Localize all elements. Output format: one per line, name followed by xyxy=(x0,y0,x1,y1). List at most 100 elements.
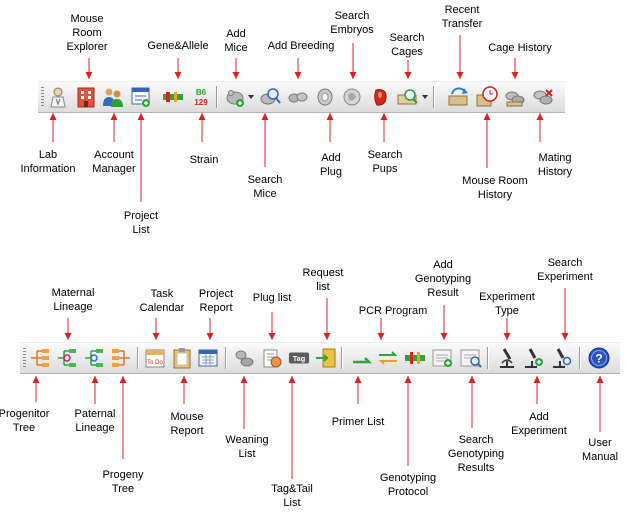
label-add-breeding: Add Breeding xyxy=(267,40,335,52)
toolbar-separator xyxy=(216,86,218,108)
search-experiment-icon xyxy=(553,348,572,368)
strain-icon-top-text: B6 xyxy=(196,88,207,97)
tag-tail-list-button[interactable]: Tag xyxy=(287,347,311,369)
primer-list-button[interactable] xyxy=(351,347,373,369)
label-tag-tail-list: Tag&Tail List xyxy=(271,483,313,509)
toolbar-separator xyxy=(341,347,343,369)
request-list-button[interactable] xyxy=(315,347,337,369)
project-report-icon xyxy=(198,349,218,367)
project-list-icon xyxy=(131,87,150,107)
label-user-manual: User Manual xyxy=(581,437,619,463)
progeny-tree-icon xyxy=(112,349,130,367)
recent-transfer-button[interactable] xyxy=(448,86,470,108)
paternal-lineage-icon xyxy=(85,349,103,367)
add-breeding-button[interactable] xyxy=(287,86,309,108)
experiment-type-button[interactable] xyxy=(496,347,518,369)
lab-information-button[interactable] xyxy=(47,86,69,108)
building-icon xyxy=(77,87,95,108)
mouse-room-history-button[interactable] xyxy=(476,86,498,108)
search-cages-button[interactable] xyxy=(397,86,419,108)
paternal-lineage-button[interactable] xyxy=(83,347,105,369)
label-paternal-lineage: Paternal Lineage xyxy=(74,408,116,434)
search-experiment-button[interactable] xyxy=(551,347,573,369)
add-mice-dropdown[interactable] xyxy=(247,90,254,104)
label-request-list: Request list xyxy=(302,267,344,293)
add-mice-button[interactable] xyxy=(224,86,246,108)
breeding-icon xyxy=(288,92,308,103)
toolbar-separator xyxy=(225,347,227,369)
label-mouse-room-explorer: Mouse Room Explorer xyxy=(66,13,108,53)
search-result-icon xyxy=(460,349,482,368)
calendar-icon: To Do xyxy=(145,349,165,368)
maternal-lineage-icon xyxy=(58,349,76,367)
request-door-icon xyxy=(316,348,336,368)
label-gene-allele: Gene&Allele xyxy=(147,40,209,52)
label-genotyping-protocol: Genotyping Protocol xyxy=(379,472,437,498)
primer-icon xyxy=(353,357,373,364)
mouse-room-explorer-button[interactable] xyxy=(75,86,97,108)
search-genotyping-results-button[interactable] xyxy=(460,347,482,369)
toolbar-separator xyxy=(579,347,581,369)
genotyping-protocol-button[interactable] xyxy=(404,347,426,369)
label-progenitor-tree: Progenitor Tree xyxy=(0,408,50,434)
embryo-icon xyxy=(343,88,361,106)
project-list-button[interactable] xyxy=(130,86,152,108)
room-history-icon xyxy=(476,86,498,107)
project-report-button[interactable] xyxy=(197,347,219,369)
toolbar-grip[interactable] xyxy=(23,348,26,368)
plug-list-button[interactable] xyxy=(261,347,283,369)
tag-icon: Tag xyxy=(288,352,310,364)
svg-text:?: ? xyxy=(595,352,602,366)
add-experiment-button[interactable] xyxy=(523,347,545,369)
add-result-icon xyxy=(432,349,452,367)
search-pups-button[interactable] xyxy=(370,86,392,108)
genotyping-protocol-icon xyxy=(405,352,425,364)
label-lab-information: Lab Information xyxy=(20,149,76,175)
lab-information-icon xyxy=(50,87,66,108)
cage-history-button[interactable] xyxy=(504,86,526,108)
toolbar-grip[interactable] xyxy=(41,87,44,107)
add-genotyping-result-button[interactable] xyxy=(432,347,454,369)
strain-icon-bottom-text: 129 xyxy=(194,98,208,107)
tag-icon-text: Tag xyxy=(293,354,305,363)
gene-allele-icon xyxy=(163,92,183,102)
label-primer-list: Primer List xyxy=(331,416,385,428)
weaning-list-button[interactable] xyxy=(233,347,255,369)
add-experiment-icon xyxy=(525,348,543,368)
transfer-icon xyxy=(448,87,468,106)
main-toolbar: B6 129 xyxy=(38,81,565,113)
progeny-tree-button[interactable] xyxy=(110,347,132,369)
search-mice-button[interactable] xyxy=(259,86,281,108)
strain-button[interactable]: B6 129 xyxy=(190,86,212,108)
reports-toolbar: To Do Tag xyxy=(20,342,620,374)
label-search-embryos: Search Embryos xyxy=(330,10,374,36)
label-plug-list: Plug list xyxy=(252,292,292,304)
label-search-experiment: Search Experiment xyxy=(537,257,593,283)
label-search-cages: Search Cages xyxy=(389,32,425,58)
strain-icon: B6 129 xyxy=(194,88,208,107)
label-project-report: Project Report xyxy=(198,288,234,314)
label-add-genotyping-result: Add Genotyping Result xyxy=(414,259,472,299)
search-cages-dropdown[interactable] xyxy=(421,90,428,104)
search-mouse-icon xyxy=(260,88,281,105)
pcr-program-button[interactable] xyxy=(377,347,399,369)
add-plug-button[interactable] xyxy=(314,86,336,108)
label-pcr-program: PCR Program xyxy=(358,305,428,317)
calendar-icon-text: To Do xyxy=(147,360,163,366)
mouse-report-button[interactable] xyxy=(171,347,193,369)
label-recent-transfer: Recent Transfer xyxy=(441,4,483,30)
gene-allele-button[interactable] xyxy=(162,86,184,108)
progenitor-tree-button[interactable] xyxy=(29,347,51,369)
task-calendar-button[interactable]: To Do xyxy=(144,347,166,369)
user-manual-button[interactable]: ? xyxy=(588,347,610,369)
maternal-lineage-button[interactable] xyxy=(56,347,78,369)
weaning-icon xyxy=(235,350,254,367)
label-maternal-lineage: Maternal Lineage xyxy=(51,287,95,313)
mating-history-icon xyxy=(533,89,553,105)
search-embryos-button[interactable] xyxy=(341,86,363,108)
account-manager-button[interactable] xyxy=(102,86,124,108)
label-search-mice: Search Mice xyxy=(247,174,283,200)
clipboard-icon xyxy=(173,348,191,369)
mating-history-button[interactable] xyxy=(532,86,554,108)
label-mouse-room-history: Mouse Room History xyxy=(462,175,528,201)
